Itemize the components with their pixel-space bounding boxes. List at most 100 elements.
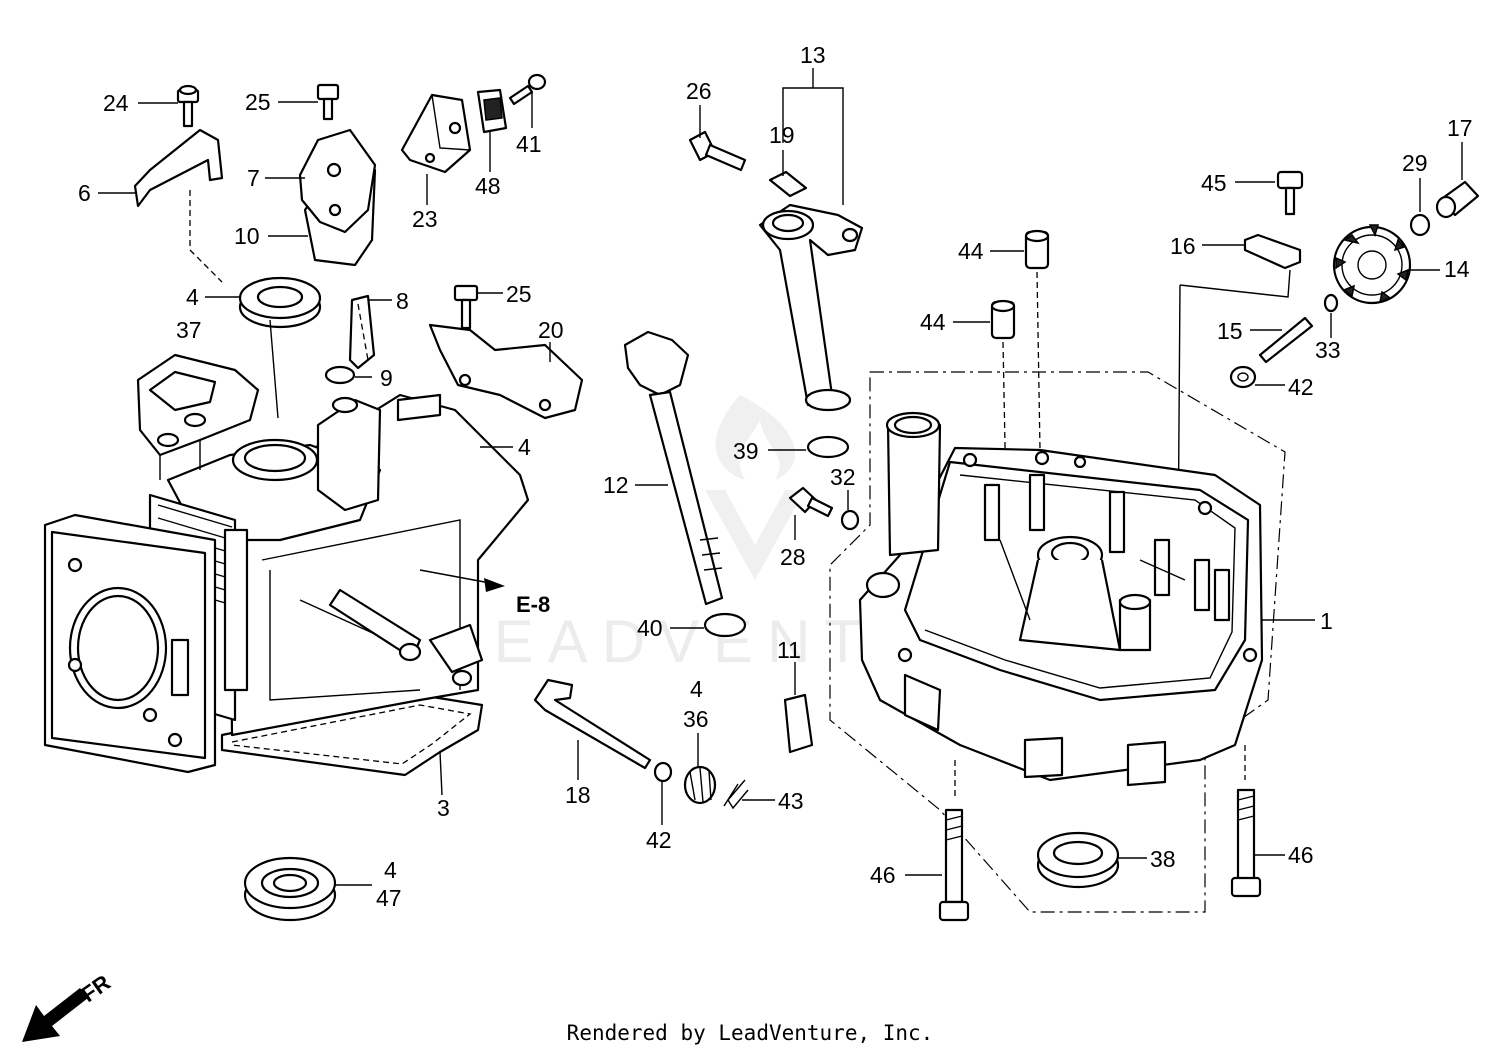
washer-42-part: [653, 761, 673, 783]
dowel-44a-part: [1024, 229, 1050, 270]
plug-11-part: [783, 693, 814, 754]
callout-19: 19: [769, 122, 795, 148]
pin-43-part: [723, 779, 749, 810]
callout-15: 15: [1217, 318, 1243, 344]
plate-7-part: [298, 128, 377, 234]
oil-seal-37-part: [238, 276, 322, 329]
governor-boss: [316, 398, 382, 512]
dipstick-cap-12-part: [623, 330, 690, 397]
callout-1: 1: [1320, 608, 1333, 634]
callout-6: 6: [78, 180, 91, 206]
bolt-24-part: [176, 84, 200, 128]
callout-44b: 44: [920, 309, 946, 335]
gasket-8-part: [348, 294, 376, 370]
callout-29: 29: [1402, 150, 1428, 176]
bolt-25-part: [316, 83, 340, 121]
o-ring-39-part: [806, 435, 850, 459]
dipstick-rod-12-part: [648, 390, 724, 606]
washer-29-part: [1409, 213, 1431, 237]
callout-labels: 24 25 6 7 10 23 48 41 4 37 8 9 25 20 4 3…: [78, 42, 1473, 911]
callout-11: 11: [777, 637, 801, 663]
callout-48: 48: [475, 173, 501, 199]
bolt-26-part: [688, 130, 747, 172]
front-direction-indicator: FR: [22, 970, 115, 1042]
callout-8: 8: [396, 288, 409, 314]
callout-10: 10: [234, 223, 260, 249]
callout-25: 25: [245, 89, 271, 115]
callout-12: 12: [603, 472, 629, 498]
governor-shaft-18-part: [533, 678, 652, 770]
reference-arrow: E-8: [419, 569, 550, 617]
cover-filler-neck: [886, 423, 942, 557]
callout-38: 38: [1150, 846, 1176, 872]
o-ring-40-part: [703, 612, 747, 638]
callout-13: 13: [800, 42, 826, 68]
callout-26: 26: [686, 78, 712, 104]
callout-43: 43: [778, 788, 804, 814]
cap-17-part: [1435, 180, 1480, 219]
callout-16: 16: [1170, 233, 1196, 259]
callout-46: 46: [870, 862, 896, 888]
bolt-46a-part: [938, 808, 970, 922]
callout-4b: 4: [518, 434, 531, 460]
callout-25b: 25: [506, 281, 532, 307]
screw-41-part: [508, 73, 547, 106]
dowel-19-part: [768, 170, 808, 198]
callout-44: 44: [958, 238, 984, 264]
callout-23: 23: [412, 206, 438, 232]
arrow-head-icon: [484, 578, 505, 592]
callout-4c: 4: [384, 857, 397, 883]
bolt-45-part: [1276, 170, 1304, 216]
callout-28: 28: [780, 544, 806, 570]
callout-33: 33: [1315, 337, 1341, 363]
callout-37: 37: [176, 317, 202, 343]
gear-14-part: [1332, 224, 1412, 305]
cap-9-part: [324, 365, 356, 385]
callout-39: 39: [733, 438, 759, 464]
block-boss: [428, 623, 484, 674]
clip-33-part: [1323, 293, 1339, 313]
front-arrow-icon: [22, 988, 88, 1042]
bolt-25b-part: [453, 284, 479, 330]
callout-14: 14: [1444, 256, 1470, 282]
reference-label: E-8: [516, 592, 550, 617]
callout-47: 47: [376, 885, 402, 911]
callout-42: 42: [646, 827, 672, 853]
bracket-6-part: [133, 128, 224, 208]
oil-seal-38-part: [1036, 831, 1120, 889]
bracket-20-part: [428, 323, 584, 420]
cylinder-block-part: [43, 353, 530, 777]
callout-36: 36: [683, 706, 709, 732]
callout-4: 4: [186, 284, 199, 310]
callout-9: 9: [380, 365, 393, 391]
watermark-flame-icon: [715, 395, 796, 480]
drain-bolt-28-part: [788, 486, 834, 518]
watermark-v-icon: [705, 490, 805, 580]
bearing-47-part: [243, 856, 337, 922]
bush-36-part: [683, 765, 717, 805]
filler-tube-13-part: [758, 203, 864, 407]
callout-40: 40: [637, 615, 663, 641]
callout-45: 45: [1201, 170, 1227, 196]
callout-4d: 4: [690, 676, 703, 702]
callout-20: 20: [538, 317, 564, 343]
callout-32: 32: [830, 464, 856, 490]
callout-7: 7: [247, 165, 260, 191]
footer-credit: Rendered by LeadVenture, Inc.: [567, 1021, 934, 1045]
shaft-15-part: [1258, 316, 1314, 364]
callout-42b: 42: [1288, 374, 1314, 400]
dowel-44b-part: [990, 299, 1016, 340]
washer-42b-part: [1229, 365, 1257, 389]
callout-3: 3: [437, 795, 450, 821]
gasket-bolt-holes: [231, 704, 472, 765]
callout-46b: 46: [1288, 842, 1314, 868]
bolt-46b-part: [1230, 788, 1262, 898]
plate-16-part: [1243, 233, 1302, 270]
assembly-outline: [829, 371, 1286, 913]
crankcase-cover-part: [858, 411, 1264, 787]
leader-lines: [98, 68, 1463, 886]
callout-41: 41: [516, 131, 542, 157]
washer-32-part: [840, 509, 860, 531]
